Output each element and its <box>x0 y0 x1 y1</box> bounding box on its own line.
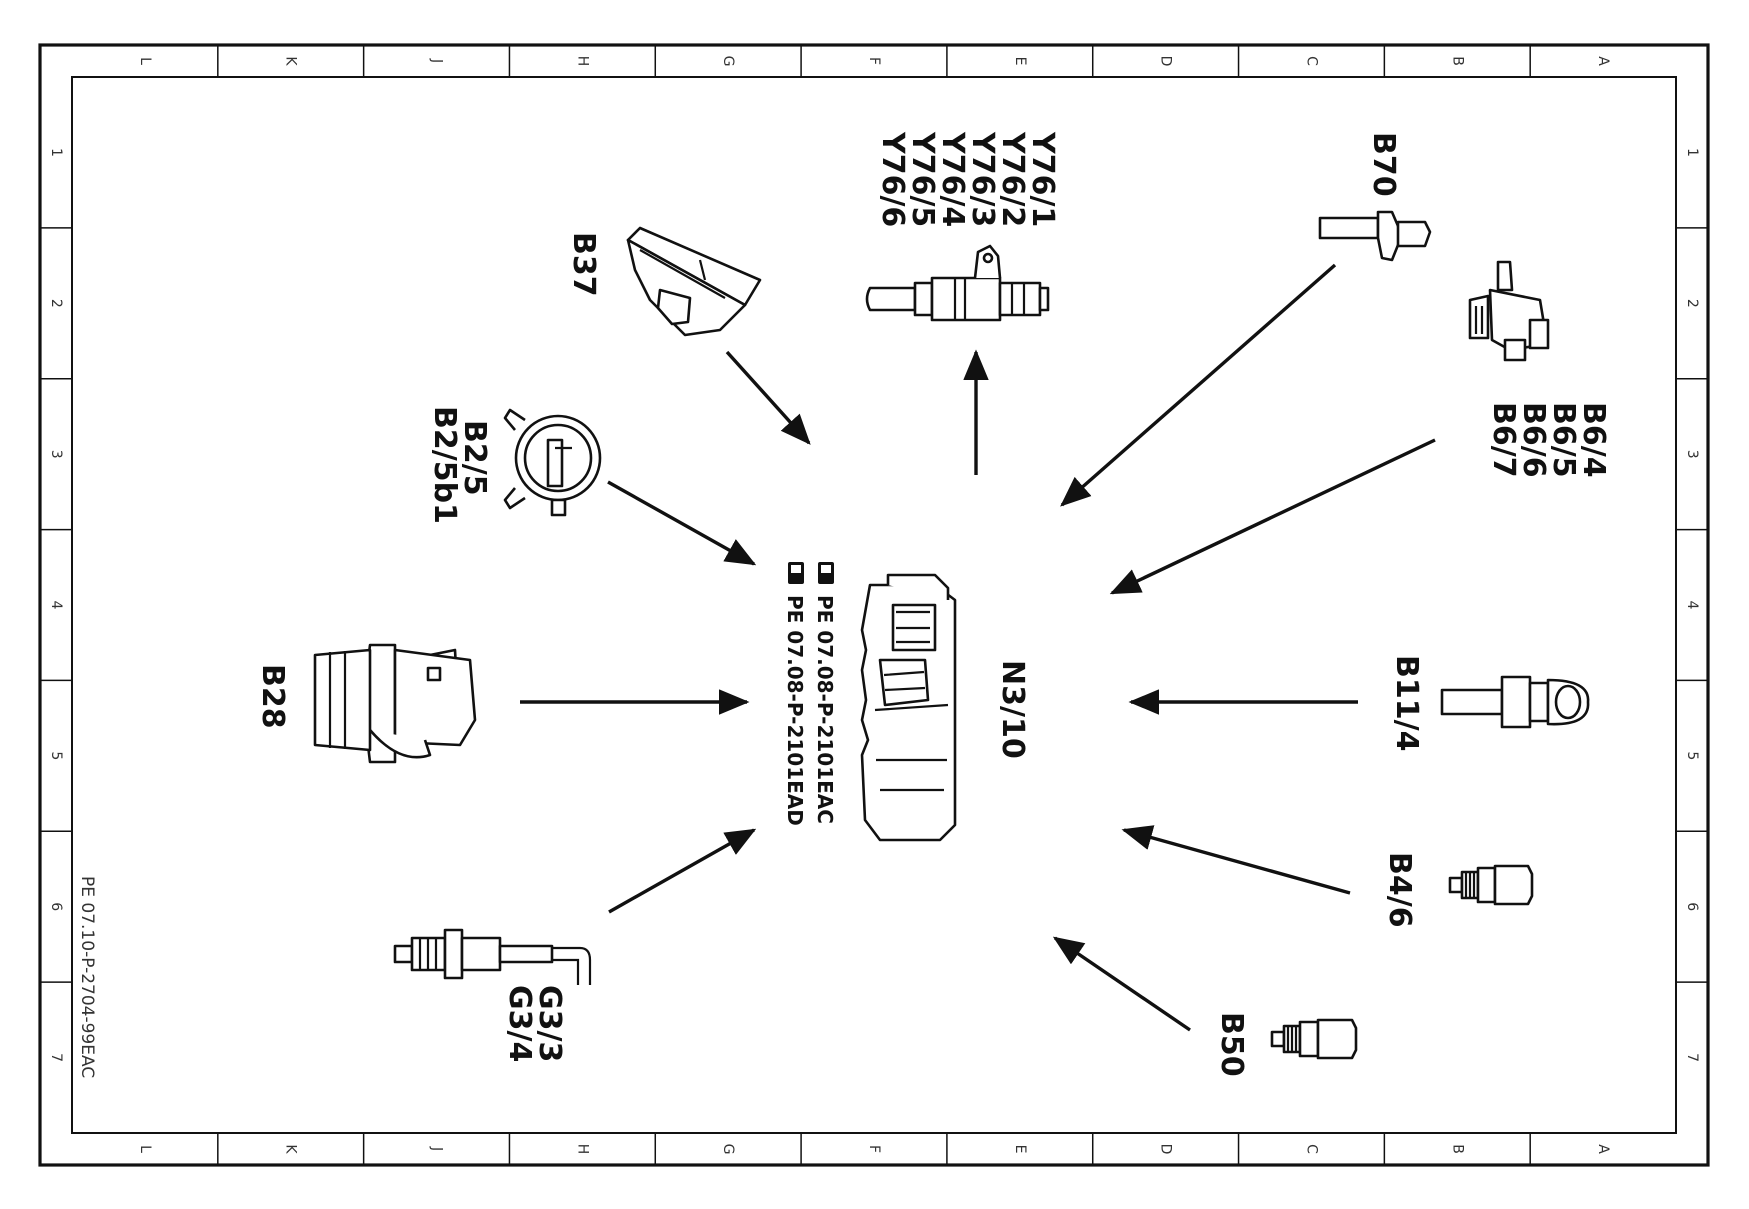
frame-column-label: L <box>137 1145 153 1153</box>
frame-row-label: 5 <box>48 751 64 760</box>
frame-row-label: 7 <box>1684 1053 1700 1062</box>
frame-column-label: H <box>574 1144 590 1155</box>
label-b2-5: B2/5 <box>457 420 492 496</box>
sensor-b2-5 <box>503 408 602 517</box>
frame-row-label: 5 <box>1684 751 1700 760</box>
arrow-g3 <box>608 828 757 914</box>
document-id: PE 07.10-P-2704-99EAC <box>77 876 97 1078</box>
reference-text-1: PE 07.08-P-2101EAC <box>813 595 837 824</box>
frame-row-label: 4 <box>1684 601 1700 610</box>
sensor-b70 <box>1318 210 1432 262</box>
label-g3-4: G3/4 <box>502 985 537 1062</box>
sensor-b37 <box>626 226 762 337</box>
frame-column-label: A <box>1595 1144 1611 1154</box>
label-y76-3: Y76/3 <box>965 131 1000 227</box>
sensor-b6 <box>1468 260 1550 362</box>
frame-row-label: 4 <box>48 601 64 610</box>
frame-column-label: H <box>574 56 590 67</box>
label-y76-4: Y76/4 <box>935 131 970 227</box>
sensor-b4-6 <box>1448 864 1534 906</box>
frame-column-label: J <box>429 1146 445 1151</box>
reference-icon-2 <box>788 562 804 584</box>
frame-column-label: J <box>429 58 445 63</box>
frame-column-label: E <box>1012 1145 1028 1154</box>
label-g3-3: G3/3 <box>532 985 567 1062</box>
arrow-b50 <box>1052 936 1191 1032</box>
label-b4-6: B4/6 <box>1382 852 1417 928</box>
injector-y76 <box>865 244 1050 322</box>
frame-column-label: F <box>866 1145 882 1153</box>
signal-arrows <box>520 263 1436 1032</box>
sensor-b11-4 <box>1440 675 1590 729</box>
frame-column-label: E <box>1012 57 1028 66</box>
label-b6-4: B6/4 <box>1576 402 1611 478</box>
frame-column-label: G <box>720 1144 736 1155</box>
frame-row-label: 1 <box>1684 148 1700 157</box>
frame-row-label: 3 <box>48 450 64 459</box>
inner-frame <box>71 76 1677 1134</box>
frame-row-label: 7 <box>48 1053 64 1062</box>
frame-column-label: D <box>1158 1144 1174 1155</box>
frame-column-label: A <box>1595 56 1611 66</box>
label-b28: B28 <box>255 664 290 729</box>
arrow-b2 <box>607 480 757 566</box>
frame-column-label: F <box>866 57 882 65</box>
arrow-b70 <box>1060 263 1337 507</box>
label-b2-5b1: B2/5b1 <box>427 406 462 524</box>
frame-row-label: 6 <box>1684 902 1700 911</box>
reference-text-2: PE 07.08-P-2101EAD <box>783 595 807 826</box>
label-g3-group: G3/3 G3/4 <box>502 985 567 1062</box>
frame-row-label: 6 <box>48 902 64 911</box>
arrow-b4 <box>1121 825 1351 895</box>
label-y76-group: Y76/1 Y76/2 Y76/3 Y76/4 Y76/5 Y76/6 <box>875 131 1060 227</box>
ecu-label: N3/10 <box>995 660 1030 759</box>
ecu-n3-10 <box>860 573 957 842</box>
label-b6-group: B6/4 B6/5 B6/6 B6/7 <box>1486 402 1611 478</box>
frame-row-label: 2 <box>1684 299 1700 308</box>
label-b11-4: B11/4 <box>1389 655 1424 751</box>
frame-row-label: 1 <box>48 148 64 157</box>
label-y76-2: Y76/2 <box>995 131 1030 227</box>
arrow-b6 <box>1109 438 1436 595</box>
frame-column-label: B <box>1449 1144 1465 1154</box>
frame-column-label: C <box>1303 1144 1319 1154</box>
label-b70: B70 <box>1366 132 1401 197</box>
label-b37: B37 <box>566 232 601 297</box>
frame-column-label: L <box>137 57 153 65</box>
label-y76-5: Y76/5 <box>905 131 940 227</box>
frame-row-label: 3 <box>1684 450 1700 459</box>
label-b6-6: B6/6 <box>1516 402 1551 478</box>
label-y76-6: Y76/6 <box>875 131 910 227</box>
label-b6-7: B6/7 <box>1486 402 1521 478</box>
label-y76-1: Y76/1 <box>1025 131 1060 227</box>
frame-row-label: 2 <box>48 299 64 308</box>
frame-column-label: G <box>720 56 736 67</box>
sensor-b28 <box>313 643 477 764</box>
frame-column-label: B <box>1449 56 1465 66</box>
frame-column-label: C <box>1303 56 1319 66</box>
sensor-b50 <box>1270 1018 1358 1060</box>
frame-column-label: D <box>1158 56 1174 67</box>
label-b6-5: B6/5 <box>1546 402 1581 478</box>
arrow-b37 <box>725 350 811 445</box>
frame-column-label: K <box>283 56 299 66</box>
outer-frame <box>38 43 1710 1167</box>
frame-column-label: K <box>283 1144 299 1154</box>
label-b2-group: B2/5 B2/5b1 <box>427 406 492 524</box>
reference-icon-1 <box>818 562 834 584</box>
frame-grid-marks: L L K K J J H H G G F F E E D D C C B B A A 1 1 2 2 3 3 4 4 5 5 6 6 7 7 <box>40 45 1708 1165</box>
sensor-g3 <box>393 928 592 985</box>
label-b50: B50 <box>1214 1012 1249 1077</box>
